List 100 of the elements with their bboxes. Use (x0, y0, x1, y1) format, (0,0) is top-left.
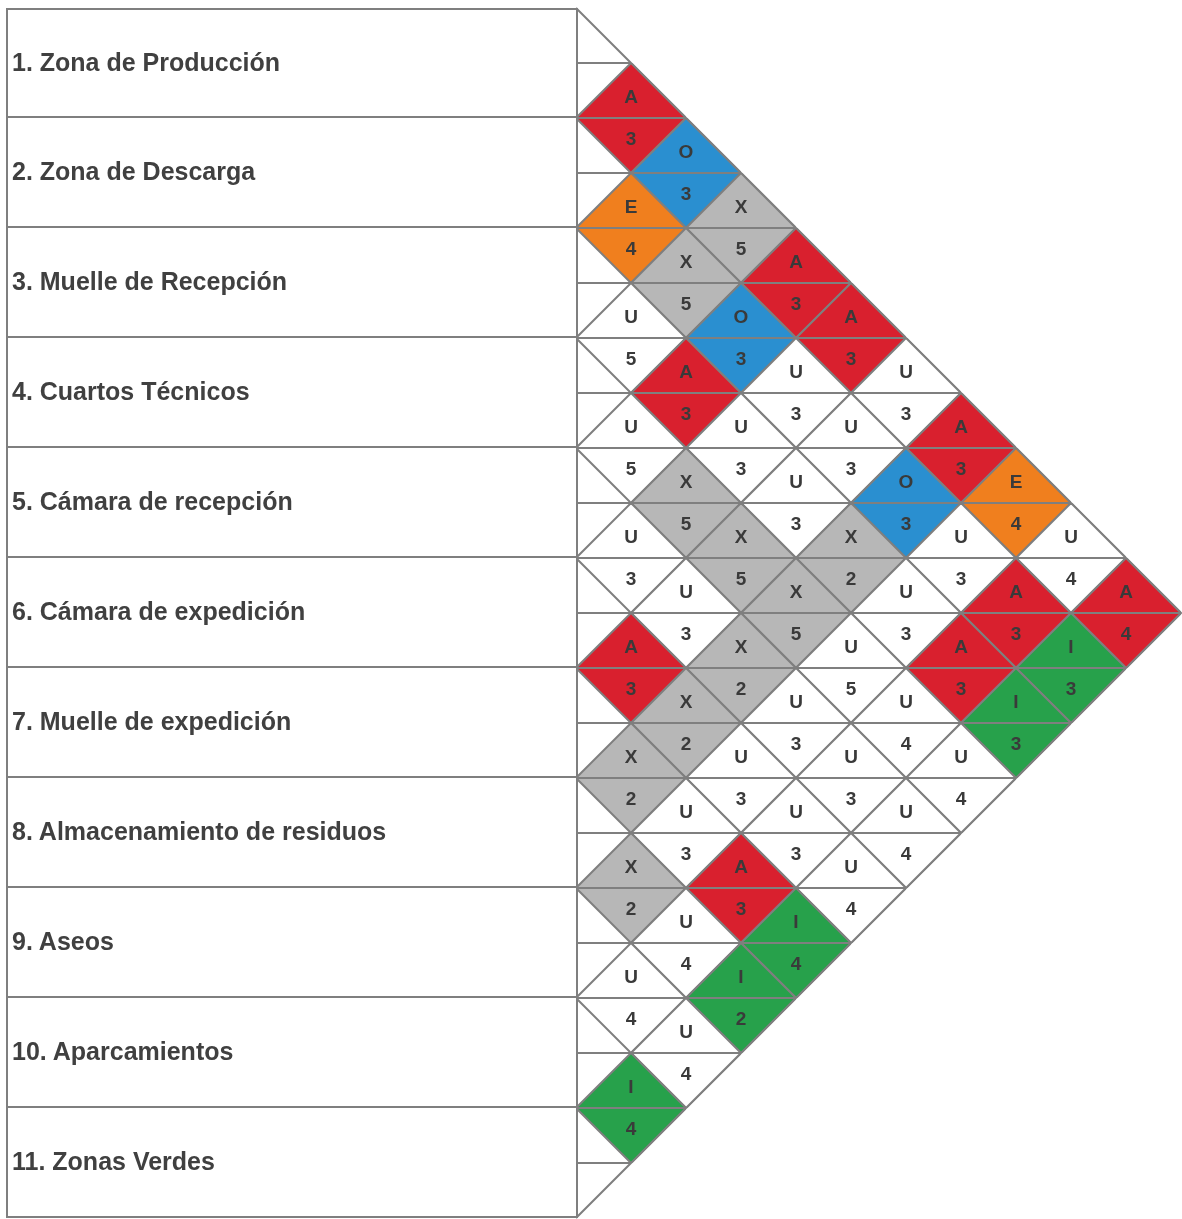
reason-code: 4 (900, 844, 912, 863)
relationship-letter: U (679, 1022, 693, 1041)
reason-code: 3 (790, 514, 802, 533)
reason-code: 3 (625, 129, 637, 148)
reason-code: 3 (680, 844, 692, 863)
reason-code: 3 (735, 349, 747, 368)
reason-code: 3 (790, 844, 802, 863)
relationship-letter: U (899, 692, 913, 711)
area-name: 3. Muelle de Recepción (12, 266, 288, 298)
reason-code: 3 (790, 294, 802, 313)
relationship-letter: U (844, 857, 858, 876)
relationship-letter: X (734, 637, 748, 656)
reason-code: 3 (735, 899, 747, 918)
relationship-letter: A (954, 637, 968, 656)
relationship-letter: O (678, 142, 694, 161)
reason-code: 3 (900, 404, 912, 423)
relationship-letter: U (734, 747, 748, 766)
relationship-letter: A (734, 857, 748, 876)
relationship-letter: U (954, 747, 968, 766)
relationship-letter: A (954, 417, 968, 436)
area-row (6, 8, 578, 118)
reason-code: 3 (845, 789, 857, 808)
reason-code: 4 (845, 899, 857, 918)
relationship-letter: U (679, 912, 693, 931)
relationship-letter: U (624, 967, 638, 986)
area-name: 6. Cámara de expedición (12, 596, 306, 628)
area-name: 8. Almacenamiento de residuos (12, 816, 387, 848)
reason-code: 4 (900, 734, 912, 753)
area-name: 1. Zona de Producción (12, 47, 281, 79)
reason-code: 3 (1065, 679, 1077, 698)
reason-code: 2 (735, 679, 747, 698)
relationship-letter: U (899, 582, 913, 601)
reason-code: 3 (1010, 624, 1022, 643)
reason-code: 3 (955, 459, 967, 478)
area-name: 9. Aseos (12, 926, 114, 958)
reason-code: 2 (845, 569, 857, 588)
relationship-letter: I (1013, 692, 1019, 711)
relationship-letter: X (734, 527, 748, 546)
relationship-letter: A (844, 307, 858, 326)
area-name: 4. Cuartos Técnicos (12, 376, 250, 408)
area-row (6, 116, 578, 228)
area-name: 5. Cámara de recepción (12, 486, 293, 518)
relationship-letter: U (789, 362, 803, 381)
relationship-letter: U (624, 307, 638, 326)
relationship-letter: U (844, 747, 858, 766)
relationship-letter: U (1064, 527, 1078, 546)
relationship-letter: U (899, 362, 913, 381)
reason-code: 4 (625, 1119, 637, 1138)
reason-code: 4 (955, 789, 967, 808)
relationship-letter: X (734, 197, 748, 216)
area-row (6, 666, 578, 778)
reason-code: 3 (900, 514, 912, 533)
relationship-letter: U (844, 417, 858, 436)
area-row (6, 886, 578, 998)
relationship-letter: O (898, 472, 914, 491)
reason-code: 4 (1065, 569, 1077, 588)
reason-code: 3 (845, 349, 857, 368)
relationship-letter: X (624, 857, 638, 876)
reason-code: 3 (900, 624, 912, 643)
relationship-letter: E (624, 197, 638, 216)
relationship-letter: X (844, 527, 858, 546)
reason-code: 2 (625, 899, 637, 918)
area-name: 2. Zona de Descarga (12, 156, 256, 188)
reason-code: 5 (680, 514, 692, 533)
reason-code: 3 (955, 569, 967, 588)
reason-code: 5 (735, 569, 747, 588)
reason-code: 2 (735, 1009, 747, 1028)
reason-code: 4 (790, 954, 802, 973)
reason-code: 4 (1120, 624, 1132, 643)
relationship-letter: X (624, 747, 638, 766)
area-name: 10. Aparcamientos (12, 1036, 234, 1068)
relationship-letter: O (733, 307, 749, 326)
reason-code: 3 (790, 734, 802, 753)
relationship-letter: X (679, 472, 693, 491)
reason-code: 3 (680, 624, 692, 643)
reason-code: 3 (845, 459, 857, 478)
relationship-letter: I (1068, 637, 1074, 656)
reason-code: 5 (680, 294, 692, 313)
relationship-letter: U (734, 417, 748, 436)
relationship-letter: U (789, 692, 803, 711)
area-name: 11. Zonas Verdes (12, 1146, 215, 1178)
relationship-letter: U (844, 637, 858, 656)
relationship-letter: A (1119, 582, 1133, 601)
relationship-letter: X (789, 582, 803, 601)
relationship-letter: U (954, 527, 968, 546)
relationship-letter: X (679, 252, 693, 271)
relationship-letter: I (628, 1077, 634, 1096)
relationship-letter: U (899, 802, 913, 821)
reason-code: 3 (735, 459, 747, 478)
relationship-letter: I (738, 967, 744, 986)
reason-code: 3 (790, 404, 802, 423)
relationship-letter: U (789, 472, 803, 491)
reason-code: 5 (735, 239, 747, 258)
reason-code: 3 (625, 679, 637, 698)
relationship-letter: X (679, 692, 693, 711)
area-row (6, 226, 578, 338)
relationship-letter: A (679, 362, 693, 381)
relationship-letter: U (679, 802, 693, 821)
reason-code: 4 (625, 239, 637, 258)
relationship-letter: A (1009, 582, 1023, 601)
